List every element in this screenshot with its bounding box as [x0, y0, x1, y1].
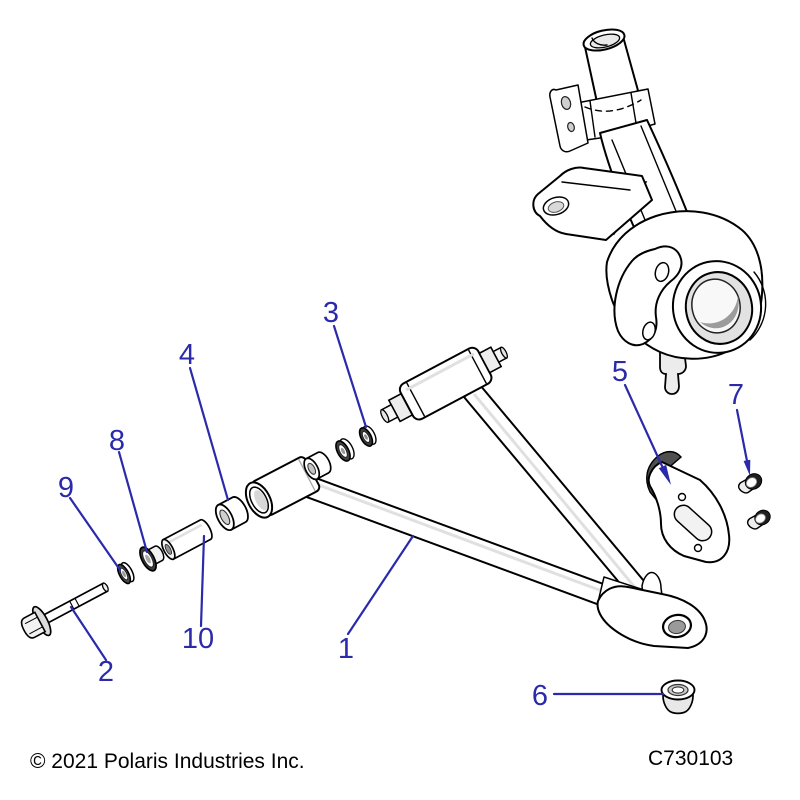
flange-nut	[660, 679, 696, 715]
washer-3	[358, 425, 377, 447]
callout-3-leader	[332, 324, 368, 429]
callout-1-label: 1	[338, 633, 354, 665]
callout-8-leader	[117, 450, 149, 554]
bore-shadow	[700, 296, 739, 329]
ball-joint-bore	[668, 619, 686, 635]
callout-5-label: 5	[612, 356, 628, 388]
steering-arm-bore	[547, 201, 565, 213]
callout-10-leader	[199, 534, 206, 628]
callout-1-leader	[346, 534, 415, 636]
caliper-bracket-hole	[642, 321, 656, 341]
corner-plate	[596, 585, 708, 649]
callout-9-label: 9	[58, 472, 74, 504]
bracket-hole	[567, 121, 575, 133]
callout-2-leader	[69, 605, 108, 662]
callout-labels: 1 2 3 4 5 6 7 8 9 10	[58, 297, 744, 712]
guard-hole	[677, 492, 687, 502]
callout-7-leader	[735, 408, 749, 463]
bolt-shaft	[40, 582, 109, 626]
ball-joint-stud	[659, 349, 687, 395]
caliper-bracket-hole	[654, 261, 670, 283]
callout-7-arrowhead	[743, 459, 751, 476]
callout-7-label: 7	[728, 379, 744, 411]
steering-knuckle	[532, 28, 767, 395]
front-pivot-tube	[380, 346, 509, 424]
ball-joint-mount	[596, 571, 708, 649]
guard-screw-b	[746, 509, 771, 530]
bushing-4	[214, 496, 249, 531]
pivot-bolt	[20, 582, 109, 639]
spacer-10	[160, 518, 213, 561]
bracket-hole	[560, 96, 572, 110]
callout-9-leader	[68, 496, 122, 572]
callout-10-label: 10	[182, 623, 214, 655]
bushing-inner	[303, 451, 332, 481]
knuckle-steering-arm	[532, 166, 653, 241]
guard-recess	[673, 504, 713, 542]
callout-2-label: 2	[98, 656, 114, 688]
callout-8-label: 8	[109, 425, 125, 457]
callout-6-label: 6	[532, 680, 548, 712]
callout-5-leader	[623, 383, 664, 468]
guard-screw-a	[737, 473, 763, 494]
knuckle-left-bracket	[549, 84, 589, 153]
rear-pivot-shadow	[254, 490, 268, 511]
diagram-part-number: C730103	[648, 747, 734, 770]
bushing-8	[139, 545, 165, 572]
washer-inner	[335, 438, 355, 462]
callout-4-label: 4	[179, 339, 195, 371]
guard-hole	[693, 543, 703, 553]
callout-5-arrowhead	[658, 464, 671, 485]
callout-4-leader	[188, 366, 230, 502]
bolt-hex-head	[20, 611, 47, 639]
washer-9	[116, 561, 135, 585]
a-arm-guard	[646, 450, 731, 564]
copyright-notice: © 2021 Polaris Industries Inc.	[30, 750, 305, 773]
callout-3-label: 3	[323, 297, 339, 329]
a-arm	[244, 346, 708, 649]
callout-leaders	[68, 324, 751, 696]
